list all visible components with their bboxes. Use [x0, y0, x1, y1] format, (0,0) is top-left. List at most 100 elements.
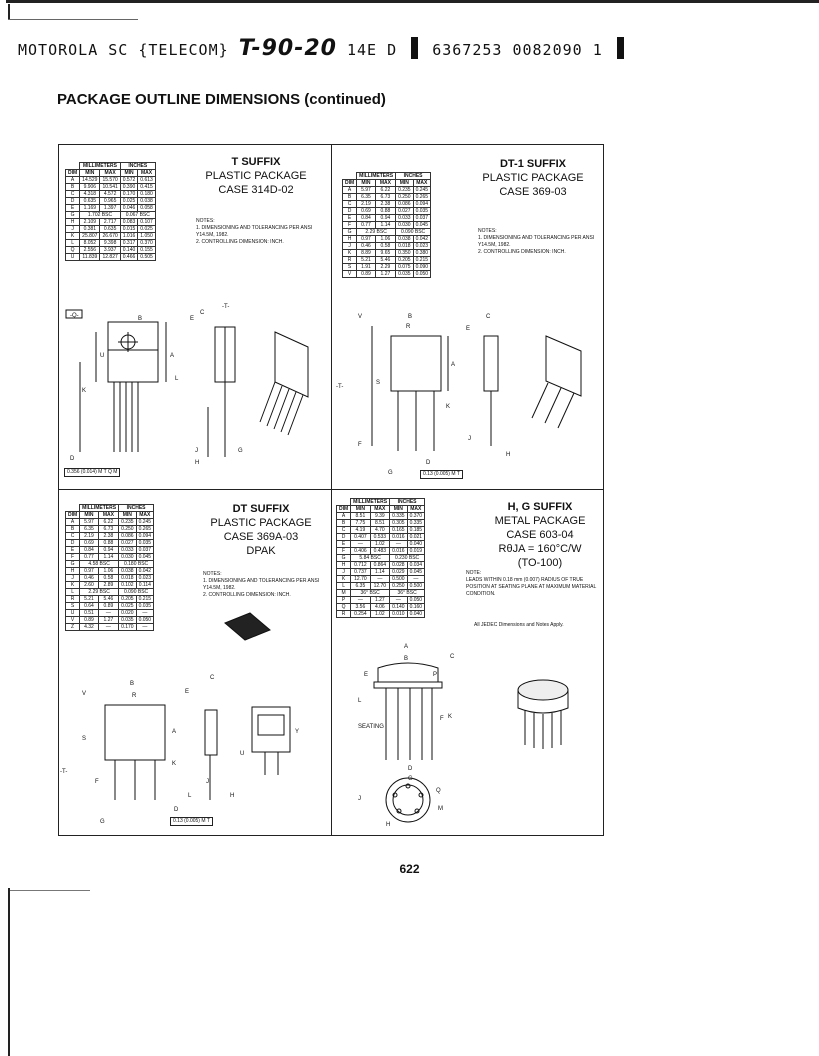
table-cell: 0.250 [395, 193, 414, 201]
table-cell: 0.042 [135, 567, 155, 575]
table-cell: 0.165 [389, 526, 408, 534]
svg-text:C: C [210, 675, 215, 681]
table-cell: — [135, 623, 155, 631]
package-type: PLASTIC PACKAGE [205, 170, 307, 182]
table-cell: 0.230 BSC [389, 554, 426, 562]
svg-text:B: B [138, 316, 142, 322]
table-cell: 0.205 [118, 595, 137, 603]
table-cell: G [341, 228, 358, 236]
svg-text:H: H [506, 452, 510, 458]
body-outline [390, 335, 442, 392]
table-cell: L [335, 582, 352, 590]
table-cell: 3.937 [99, 246, 121, 254]
column-header: MIN [119, 169, 139, 177]
table-cell: — [389, 540, 408, 548]
case-number: CASE 603-04 [506, 529, 574, 541]
table-cell: 14.529 [79, 176, 101, 184]
svg-text:R: R [406, 324, 411, 330]
table-cell: 0.483 [369, 547, 391, 555]
table-cell: 1.702 BSC [79, 211, 121, 219]
table-cell: G [335, 554, 352, 562]
svg-text:U: U [240, 751, 244, 757]
suffix-title: H, G SUFFIX [507, 501, 573, 513]
table-cell: 0.97 [356, 235, 376, 243]
top-edge-line [6, 0, 819, 3]
svg-text:K: K [82, 388, 86, 394]
svg-text:U: U [100, 353, 104, 359]
table-cell: 0.215 [412, 256, 432, 264]
table-cell: 3.56 [350, 603, 371, 611]
table-cell: 0.180 BSC [118, 560, 155, 568]
package-hg-heading: H, G SUFFIX METAL PACKAGE CASE 603-04 Rθ… [482, 500, 598, 570]
package-type: METAL PACKAGE [494, 515, 586, 527]
header-number: 6367253 0082090 1 [432, 41, 603, 59]
svg-text:-T-: -T- [336, 384, 343, 390]
table-cell: 0.038 [137, 197, 156, 205]
table-cell: B [64, 525, 81, 533]
package-isometric [274, 331, 309, 398]
svg-text:H: H [386, 822, 390, 828]
svg-text:C: C [200, 310, 205, 316]
table-cell: 0.028 [389, 561, 408, 569]
table-cell: 2.29 [374, 263, 397, 271]
table-cell: 0.033 [118, 546, 137, 554]
column-header: MIN [389, 505, 408, 513]
table-cell: 0.88 [97, 539, 120, 547]
table-cell: 0.034 [406, 561, 426, 569]
table-cell: J [341, 242, 358, 250]
table-cell: 0.235 [118, 518, 137, 526]
table-cell: — [350, 596, 371, 604]
table-cell: 0.466 [119, 253, 139, 261]
table-cell: 2.38 [374, 200, 397, 208]
table-cell: 0.018 [118, 574, 137, 582]
table-cell: 8.51 [350, 512, 371, 520]
svg-text:D: D [70, 456, 75, 462]
svg-text:E: E [185, 689, 189, 695]
table-cell: Q [335, 603, 352, 611]
table-cell: 0.635 [99, 225, 121, 233]
table-cell: 0.102 [118, 581, 137, 589]
note-line: NOTES: [203, 571, 222, 577]
table-cell: 1.14 [374, 221, 397, 229]
column-header: MIN [79, 169, 101, 177]
package-type: PLASTIC PACKAGE [482, 172, 584, 184]
units-header: MILLIMETERS [356, 172, 397, 180]
table-cell: — [97, 623, 120, 631]
svg-text:E: E [466, 326, 470, 332]
table-cell: 0.185 [406, 526, 426, 534]
svg-text:SEATING: SEATING [358, 724, 384, 730]
page-number: 622 [399, 862, 420, 876]
header-bar [616, 37, 624, 59]
table-cell: 0.370 [137, 239, 156, 247]
svg-text:G: G [100, 819, 105, 825]
table-cell: E [64, 204, 81, 212]
table-cell: 6.35 [79, 525, 99, 533]
table-cell: 2.556 [79, 246, 101, 254]
table-cell: 0.250 [389, 582, 408, 590]
table-cell: 5.97 [356, 186, 376, 194]
table-cell: A [64, 176, 81, 184]
table-cell: 0.407 [350, 533, 371, 541]
svg-text:Q: Q [436, 788, 441, 794]
table-cell: 25.807 [79, 232, 101, 240]
table-cell: E [64, 546, 81, 554]
table-cell: 0.84 [79, 546, 99, 554]
table-cell: 0.040 [406, 610, 426, 618]
datum-q-box [65, 309, 83, 319]
table-cell: 0.46 [79, 574, 99, 582]
table-cell: 0.500 [389, 575, 408, 583]
